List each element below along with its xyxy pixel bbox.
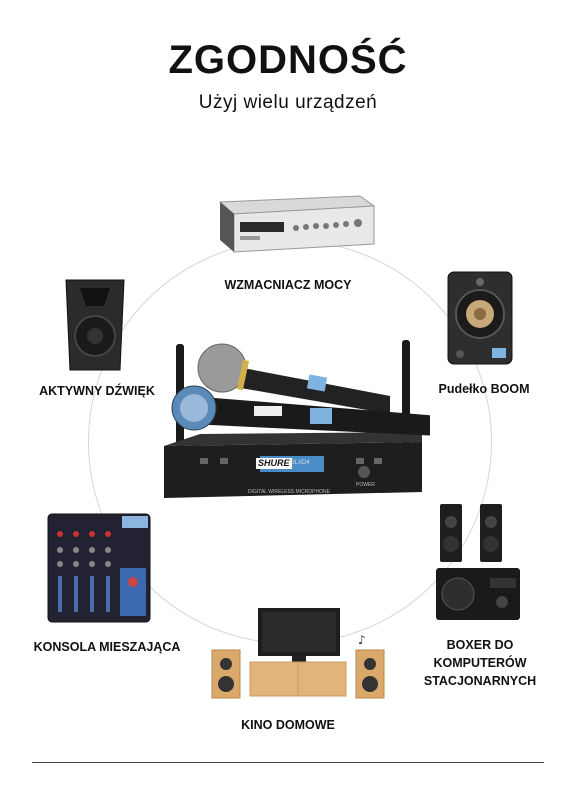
boom-box-icon [444,268,516,368]
label-home-cinema: KINO DOMOWE [241,718,335,732]
label-active-speaker: AKTYWNY DŹWIĘK [39,384,155,398]
wireless-microphone-system-image [160,336,440,506]
label-pc-speakers-line3: STACJONARNYCH [423,674,537,688]
product-panel-text: DIGITAL WIRELESS MICROPHONE [248,489,330,495]
product-brand: SHURE [256,458,292,469]
home-cinema-icon: ♪ [208,604,388,704]
label-pc-speakers-line2: KOMPUTERÓW [433,656,527,670]
label-power-amplifier: WZMACNIACZ MOCY [224,278,352,292]
label-pc-speakers: BOXER DO KOMPUTERÓW STACJONARNYCH [410,636,550,690]
mixing-console-icon [46,510,152,626]
label-boom-box: Pudełko BOOM [438,382,530,396]
footer-divider [32,762,544,763]
power-amplifier-icon [200,192,380,258]
label-mixing-console: KONSOLA MIESZAJĄCA [33,640,181,654]
pc-speakers-icon [432,500,524,624]
active-speaker-icon [60,276,130,372]
product-model: GLXD4 [290,460,310,466]
svg-text:♪: ♪ [358,633,366,647]
page-title: ZGODNOŚĆ [168,38,408,82]
page-subtitle: Użyj wielu urządzeń [198,92,378,113]
product-power-label: POWER [356,482,375,488]
label-pc-speakers-line1: BOXER DO [446,638,514,652]
